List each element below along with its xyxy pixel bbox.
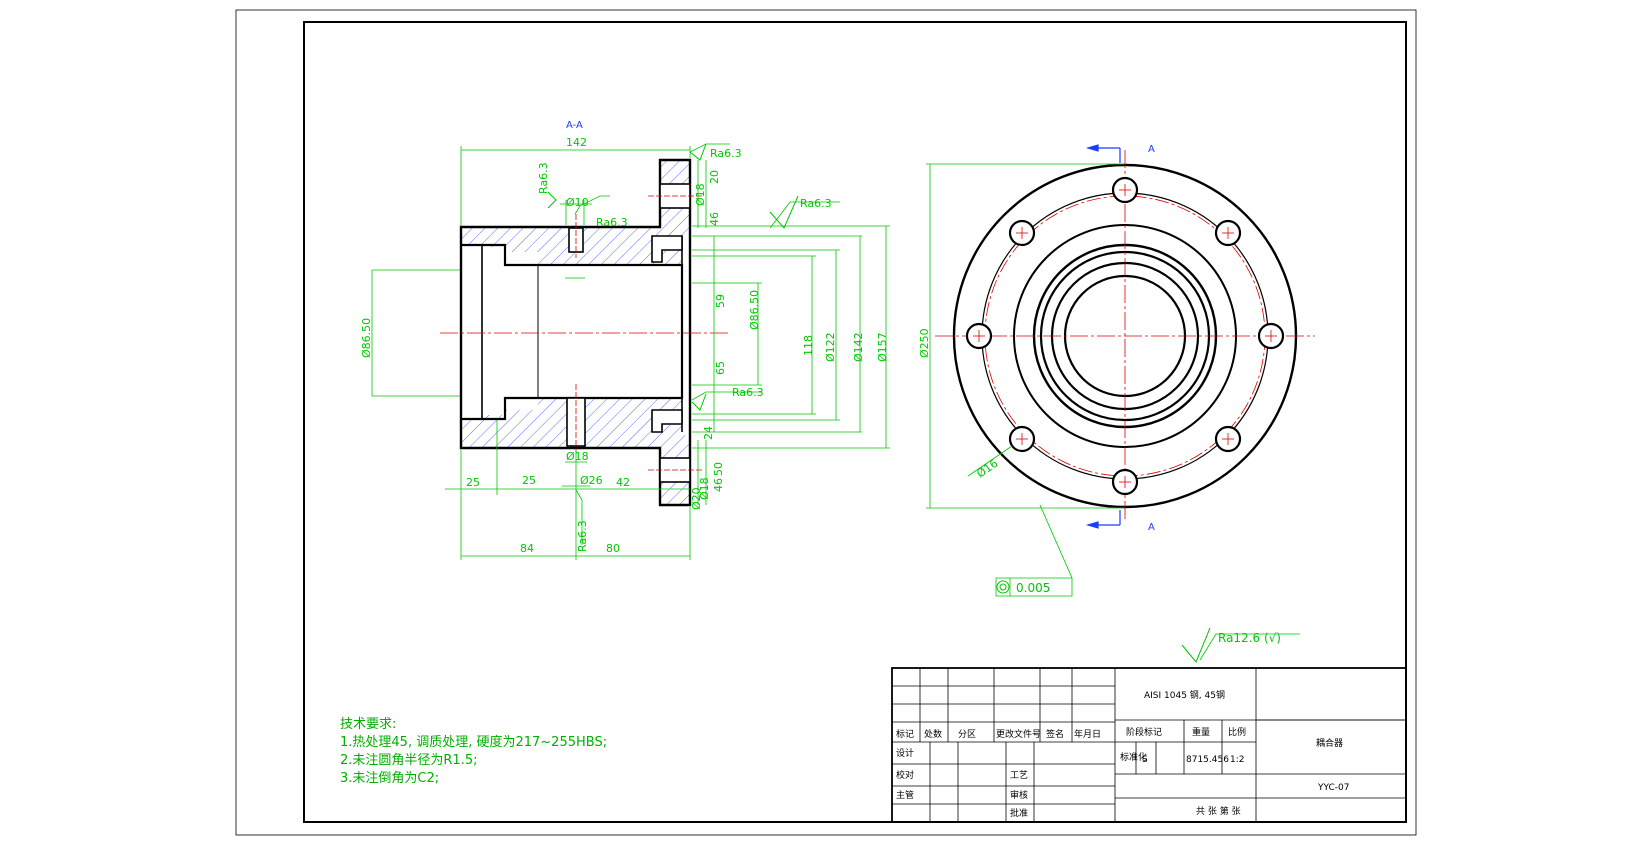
stage-s: S — [1142, 755, 1148, 765]
general-roughness: Ra12.6 (√) — [1218, 631, 1281, 645]
col-docno: 更改文件号 — [996, 728, 1041, 740]
approve-label: 批准 — [1010, 807, 1028, 819]
lower-wall-hatch — [461, 398, 690, 505]
drawing-number: YYC-07 — [1317, 783, 1350, 793]
inner-frame-border — [303, 21, 1407, 823]
stage-mark: 阶段标记 — [1126, 726, 1162, 738]
dim-59: 59 — [714, 294, 727, 308]
title-block-text: AISI 1045 钢, 45钢 标记 处数 分区 更改文件号 签名 年月日 阶… — [896, 689, 1350, 819]
col-count: 处数 — [924, 728, 942, 740]
technical-requirements: 技术要求: 1.热处理45, 调质处理, 硬度为217~255HBS; 2.未注… — [340, 717, 607, 786]
dim-80: 80 — [606, 542, 620, 555]
concentricity-symbol — [996, 580, 1010, 594]
dim-25b: 25 — [522, 474, 536, 487]
section-dimensions — [371, 143, 1300, 661]
bore-outline — [461, 243, 684, 421]
dim-d8650-right: Ø86.50 — [748, 290, 761, 330]
dim-d18-low: Ø18 — [566, 450, 589, 463]
tolerance-value: 0.005 — [1016, 581, 1050, 595]
cross-bore-bottom — [651, 409, 683, 433]
end-view — [935, 150, 1315, 522]
dim-d10: Ø10 — [566, 196, 589, 209]
tech-notes-title: 技术要求: — [340, 717, 396, 732]
dim-42: 42 — [616, 476, 630, 489]
weight-value: 8715.456 — [1186, 755, 1229, 765]
dim-118: 118 — [802, 335, 815, 356]
material: AISI 1045 钢, 45钢 — [1144, 689, 1225, 701]
dim-50: 50 — [712, 462, 725, 476]
cutting-plane-markers — [1085, 144, 1121, 529]
section-view-a-a: A-A — [440, 120, 728, 507]
dim-ra63-c: Ra6.3 — [800, 197, 832, 210]
col-zone: 分区 — [958, 729, 976, 740]
dim-d250: Ø250 — [918, 328, 931, 358]
dim-d157: Ø157 — [876, 332, 889, 362]
dim-142-top: 142 — [566, 136, 587, 149]
dim-24: 24 — [702, 426, 715, 440]
dim-d8650-left: Ø86.50 — [360, 318, 373, 358]
proofread-label: 校对 — [896, 769, 914, 781]
standardize-label: 标准化 — [1120, 751, 1147, 763]
dim-46-bot: 46 — [712, 478, 725, 492]
review-label: 审核 — [1010, 789, 1028, 801]
roughness-symbols — [547, 143, 1211, 663]
section-label: A-A — [566, 120, 583, 131]
dim-ra63-b: Ra6.3 — [710, 147, 742, 160]
design-label: 设计 — [896, 747, 914, 759]
dim-25a: 25 — [466, 476, 480, 489]
title-block — [891, 667, 1407, 823]
tech-note-3: 3.未注倒角为C2; — [340, 771, 439, 786]
dim-d20b: Ø20 — [690, 487, 703, 510]
weight-label: 重量 — [1192, 726, 1210, 738]
outer-sheet-border — [235, 9, 1417, 836]
col-sign: 签名 — [1046, 728, 1064, 740]
dim-84: 84 — [520, 542, 534, 555]
end-view-dimensions — [926, 163, 1124, 597]
dim-20: 20 — [708, 170, 721, 184]
dim-65: 65 — [714, 361, 727, 375]
dim-d26: Ø26 — [580, 474, 603, 487]
scale-label: 比例 — [1228, 726, 1246, 738]
upper-wall-hatch — [461, 160, 690, 265]
chief-label: 主管 — [896, 789, 914, 801]
dim-d18-top: Ø18 — [694, 183, 707, 206]
process-label: 工艺 — [1010, 770, 1028, 781]
dim-d122: Ø122 — [824, 332, 837, 362]
dim-46-top: 46 — [708, 212, 721, 226]
col-date: 年月日 — [1074, 728, 1101, 740]
tech-note-1: 1.热处理45, 调质处理, 硬度为217~255HBS; — [340, 734, 607, 750]
dim-ra63-e: Ra6.3 — [576, 520, 589, 552]
dim-d18-bot: Ø18 — [698, 477, 711, 500]
cut-label-top: A — [1148, 144, 1155, 155]
dim-ra63-a: Ra6.3 — [537, 162, 550, 194]
dim-ra-mid: Ra6.3 — [596, 216, 628, 229]
cross-bore-top — [651, 235, 683, 263]
tech-note-2: 2.未注圆角半径为R1.5; — [340, 753, 478, 768]
sheet-label: 共 张 第 张 — [1196, 805, 1241, 817]
scale-value: 1:2 — [1230, 755, 1244, 765]
dim-d142-right: Ø142 — [852, 332, 865, 362]
cut-label-bottom: A — [1148, 522, 1155, 533]
dim-d16: Ø16 — [974, 457, 1000, 481]
dim-ra63-d: Ra6.3 — [732, 386, 764, 399]
col-mark: 标记 — [896, 728, 914, 740]
part-name: 耦合器 — [1316, 737, 1343, 749]
